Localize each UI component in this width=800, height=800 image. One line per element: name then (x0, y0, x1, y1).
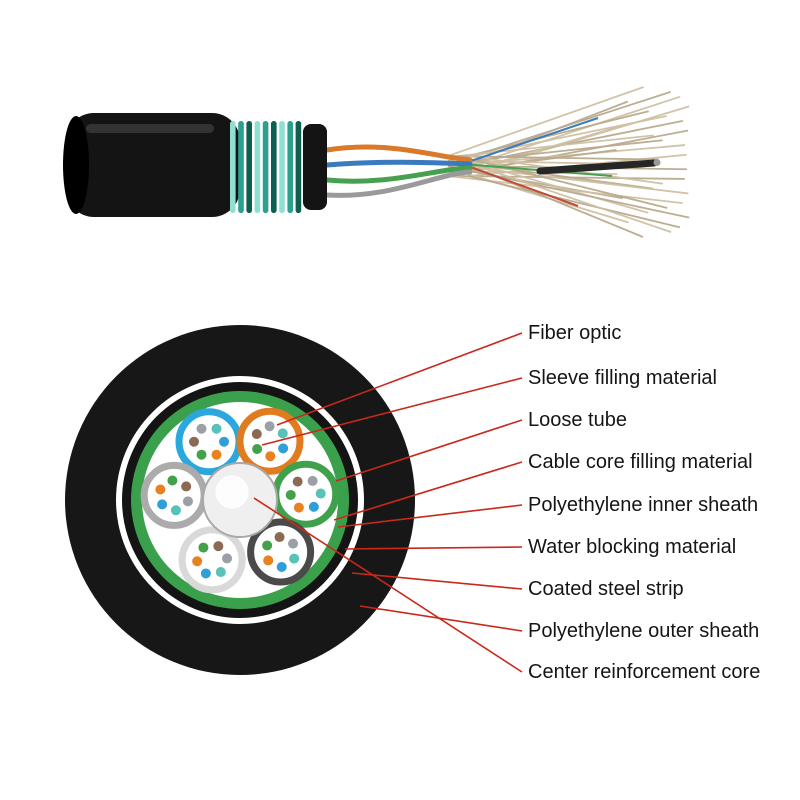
fiber-dot (262, 540, 273, 551)
label-sleeve-filling-material: Sleeve filling material (528, 367, 717, 389)
aramid-yarn (467, 110, 649, 157)
aramid-yarn (447, 155, 672, 234)
cable-jacket (66, 113, 240, 217)
fiber-dot (170, 505, 181, 516)
fiber-dot (219, 436, 230, 447)
aramid-yarn (457, 155, 668, 209)
loose-tube (175, 408, 243, 476)
aramid-yarn (467, 175, 681, 229)
core-highlight (215, 475, 249, 509)
fiber-dot (265, 451, 276, 462)
loose-tube-strand (324, 165, 473, 184)
fiber-dot (278, 443, 289, 454)
aramid-yarn (467, 95, 681, 167)
aramid-yarn (457, 165, 689, 195)
rod-tip (653, 159, 661, 166)
label-coated-steel-strip: Coated steel strip (528, 578, 684, 600)
fiber-dot (196, 449, 207, 460)
armor-stripe (287, 121, 293, 213)
leader-line (351, 572, 523, 590)
armor-stripe (246, 121, 252, 213)
loose-tube (178, 526, 246, 594)
fiber-dot (315, 488, 326, 499)
loose-tube (140, 461, 208, 529)
label-polyethylene-outer-sheath: Polyethylene outer sheath (528, 620, 760, 642)
loose-tube (272, 460, 340, 528)
fiber-dot (252, 443, 263, 454)
leader-lines (253, 332, 523, 673)
fiber-dot (157, 499, 168, 510)
armor-stripe (238, 121, 244, 213)
fiber-dot (189, 436, 200, 447)
leader-line (337, 504, 523, 528)
cable-end (63, 116, 89, 214)
fiber-dot (211, 423, 222, 434)
fiber-dot (264, 421, 275, 432)
label-loose-tube: Loose tube (528, 409, 627, 431)
label-fiber-optic: Fiber optic (528, 322, 622, 344)
fiber-dot (308, 501, 319, 512)
aramid-yarn (447, 86, 644, 157)
leader-line (276, 332, 523, 426)
loose-tube (236, 407, 304, 475)
cable-photo-illustration (63, 86, 690, 238)
fiber-dot (263, 555, 274, 566)
fiber-dot (251, 429, 262, 440)
aramid-yarn (447, 129, 689, 177)
label-cable-core-filling-material: Cable core filling material (528, 451, 753, 473)
fiber-dot (213, 541, 224, 552)
armor-stripe (279, 121, 285, 213)
fiber-dot (288, 538, 299, 549)
loose-tube (247, 518, 315, 586)
fiber-dot (182, 496, 193, 507)
loose-tube-strand (324, 159, 473, 168)
fiber-dot (200, 568, 211, 579)
leader-line (333, 461, 523, 521)
label-center-reinforcement-core: Center reinforcement core (528, 661, 761, 683)
fiber-dot (167, 475, 178, 486)
loose-tube-strand (324, 169, 473, 198)
loose-tube-strand (324, 144, 473, 163)
leader-line (253, 497, 523, 673)
jacket-highlight (86, 124, 214, 133)
fiber-dot (211, 449, 222, 460)
fiber-dot (198, 542, 209, 553)
fiber-dot (215, 567, 226, 578)
fiber-dot (181, 481, 192, 492)
aramid-yarn (457, 134, 654, 157)
leader-line (335, 419, 523, 482)
fiber-dot (292, 476, 303, 487)
stray-fiber (461, 163, 579, 207)
stray-fiber (461, 117, 599, 165)
armor-stripe (271, 121, 277, 213)
aramid-yarn (447, 165, 690, 219)
strength-rod (536, 159, 658, 175)
armor-stripe (295, 121, 302, 213)
fiber-dot (293, 502, 304, 513)
label-polyethylene-inner-sheath: Polyethylene inner sheath (528, 494, 759, 516)
fiber-dot (196, 423, 207, 434)
fiber-dot (276, 561, 287, 572)
armor-stripe (254, 121, 261, 213)
aramid-yarn (457, 105, 690, 177)
label-water-blocking-material: Water blocking material (528, 536, 737, 558)
fiber-dot (274, 532, 285, 543)
cross-section-diagram (65, 325, 415, 675)
leader-line (344, 546, 523, 550)
aramid-yarn (467, 124, 623, 172)
fiber-dot (192, 556, 203, 567)
fiber-dot (155, 484, 166, 495)
fiber-dot (222, 553, 233, 564)
inner-sheath-band (303, 124, 327, 210)
aramid-yarn (467, 160, 649, 214)
fiber-dot (285, 489, 296, 500)
fiber-dot (307, 475, 318, 486)
fiber-dot (289, 553, 300, 564)
armor-stripe (262, 121, 269, 213)
leader-line (261, 377, 523, 446)
fiber-dot (277, 428, 288, 439)
armor-stripe (230, 121, 236, 213)
